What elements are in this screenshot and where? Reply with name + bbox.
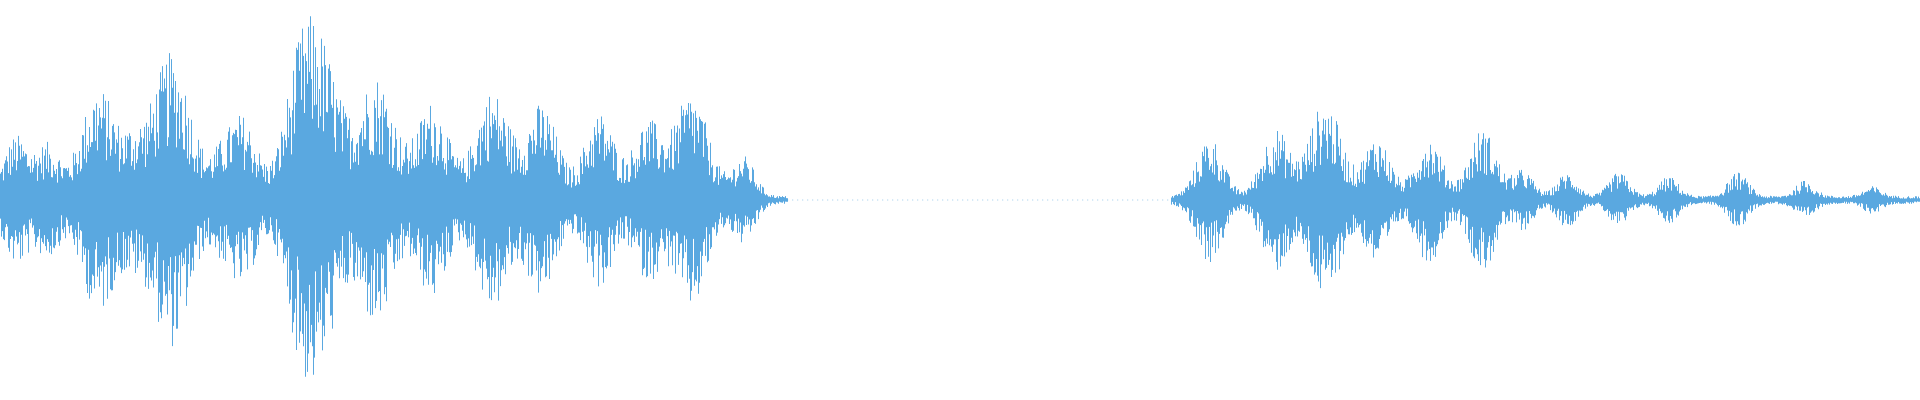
waveform-path (1171, 111, 1920, 289)
waveform-lines (0, 16, 1920, 377)
waveform-segment-1 (0, 16, 788, 377)
waveform-segment-2 (1171, 111, 1920, 289)
waveform-path (0, 16, 788, 377)
